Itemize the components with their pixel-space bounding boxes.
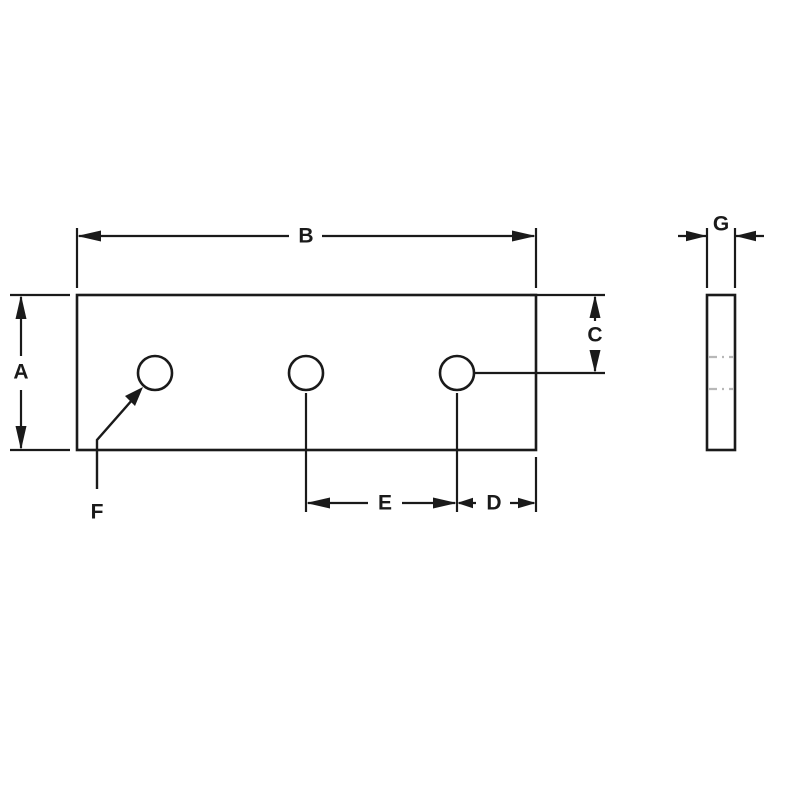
dimension-F: F [91,387,143,524]
dimension-F-leader-line [95,390,141,489]
dimension-C-label: C [587,324,602,347]
dimension-E-D-group: E D [304,393,538,515]
side-view-plate-outline [705,293,737,452]
dimension-B-arrow-right [512,230,536,242]
dimension-D-arrow-right [518,497,536,509]
hole-1 [136,354,174,392]
hole-2 [287,354,325,392]
dimension-A-label: A [13,361,28,384]
dimension-G-label: G [713,213,729,236]
dimension-C-arrow-top [589,295,601,318]
dimension-A: A [10,293,70,452]
dimension-G-arrow-left [686,230,707,242]
dimension-A-arrow-bottom [15,426,27,450]
dimension-G: G [678,213,764,288]
dimension-D-label: D [486,492,501,515]
dimension-D-arrow-left [457,497,473,509]
dimension-C: C [474,293,605,375]
dimension-A-arrow-top [15,295,27,319]
dimension-G-arrow-right [735,230,756,242]
hole-3 [438,354,476,392]
dimension-B: B [75,225,538,288]
dimension-B-arrow-left [77,230,101,242]
dimension-F-label: F [91,501,104,524]
dimension-B-label: B [298,225,313,248]
dimension-C-arrow-bottom [589,350,601,373]
dimension-F-arrow [125,387,143,406]
dimension-E-arrow-left [306,497,330,509]
dimension-E-label: E [378,492,392,515]
side-view [705,293,737,452]
dimension-E-arrow-right [433,497,457,509]
